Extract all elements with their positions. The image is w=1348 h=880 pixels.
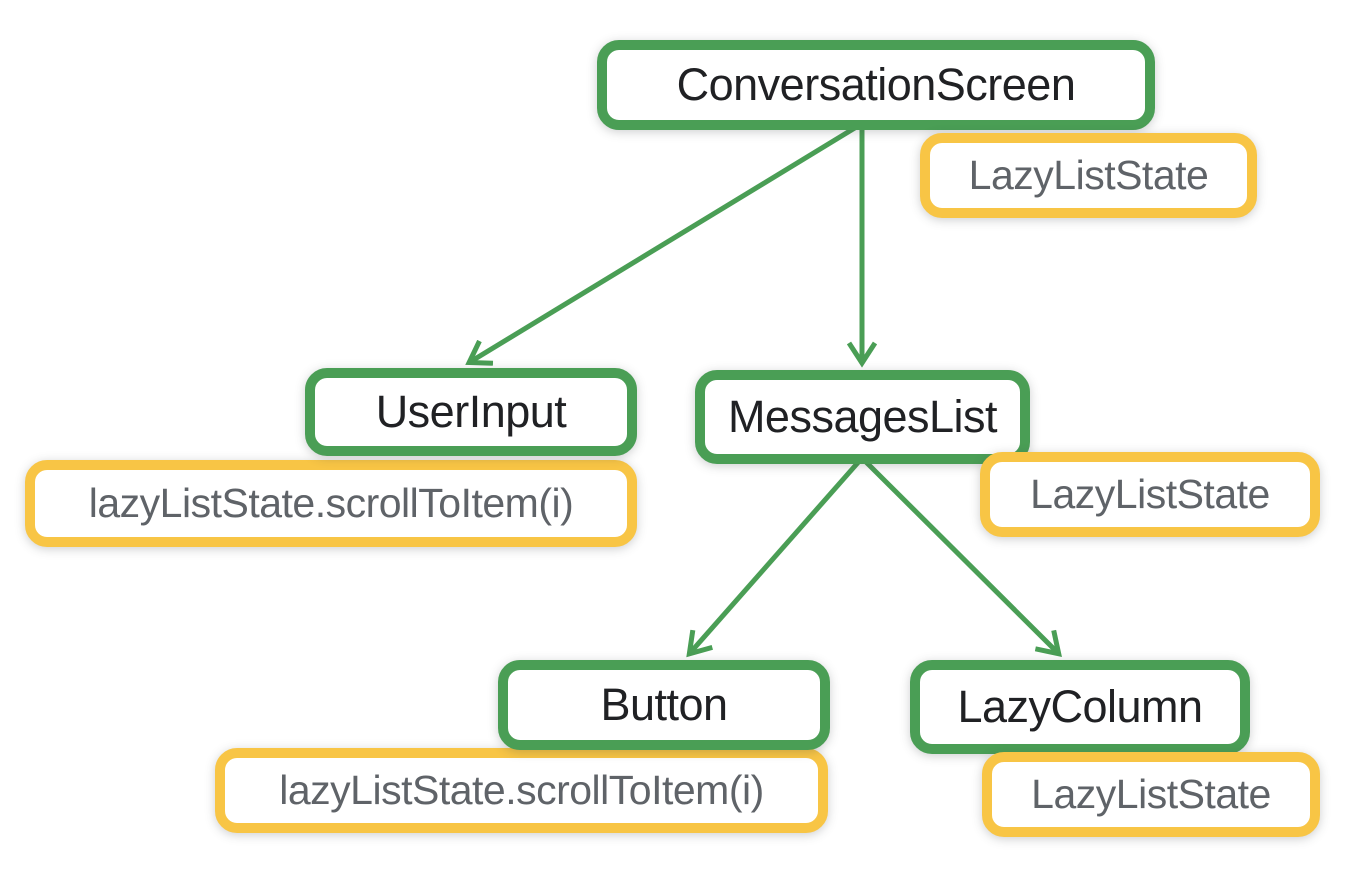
node-userinput: UserInput [305, 368, 637, 456]
node-button: Button [498, 660, 830, 750]
edge-conversationscreen-userinput [470, 123, 860, 362]
state-box-messageslist: LazyListState [980, 452, 1320, 537]
state-box-button: lazyListState.scrollToItem(i) [215, 748, 828, 833]
state-label: LazyListState [1031, 771, 1271, 817]
node-label: Button [600, 679, 728, 730]
state-label: lazyListState.scrollToItem(i) [279, 767, 764, 813]
state-label: lazyListState.scrollToItem(i) [88, 480, 574, 526]
node-label: LazyColumn [957, 681, 1203, 732]
node-label: ConversationScreen [676, 59, 1076, 110]
node-lazycolumn: LazyColumn [910, 660, 1250, 754]
edge-messageslist-button [690, 456, 864, 653]
node-messageslist: MessagesList [695, 370, 1030, 464]
state-label: LazyListState [1030, 471, 1270, 517]
node-label: MessagesList [727, 391, 998, 442]
state-box-userinput: lazyListState.scrollToItem(i) [25, 460, 637, 547]
edge-messageslist-lazycolumn [860, 456, 1058, 653]
state-box-conversationscreen: LazyListState [920, 133, 1257, 218]
node-label: UserInput [375, 386, 567, 437]
node-conversationscreen: ConversationScreen [597, 40, 1155, 130]
state-box-lazycolumn: LazyListState [982, 752, 1320, 837]
state-label: LazyListState [968, 152, 1209, 198]
